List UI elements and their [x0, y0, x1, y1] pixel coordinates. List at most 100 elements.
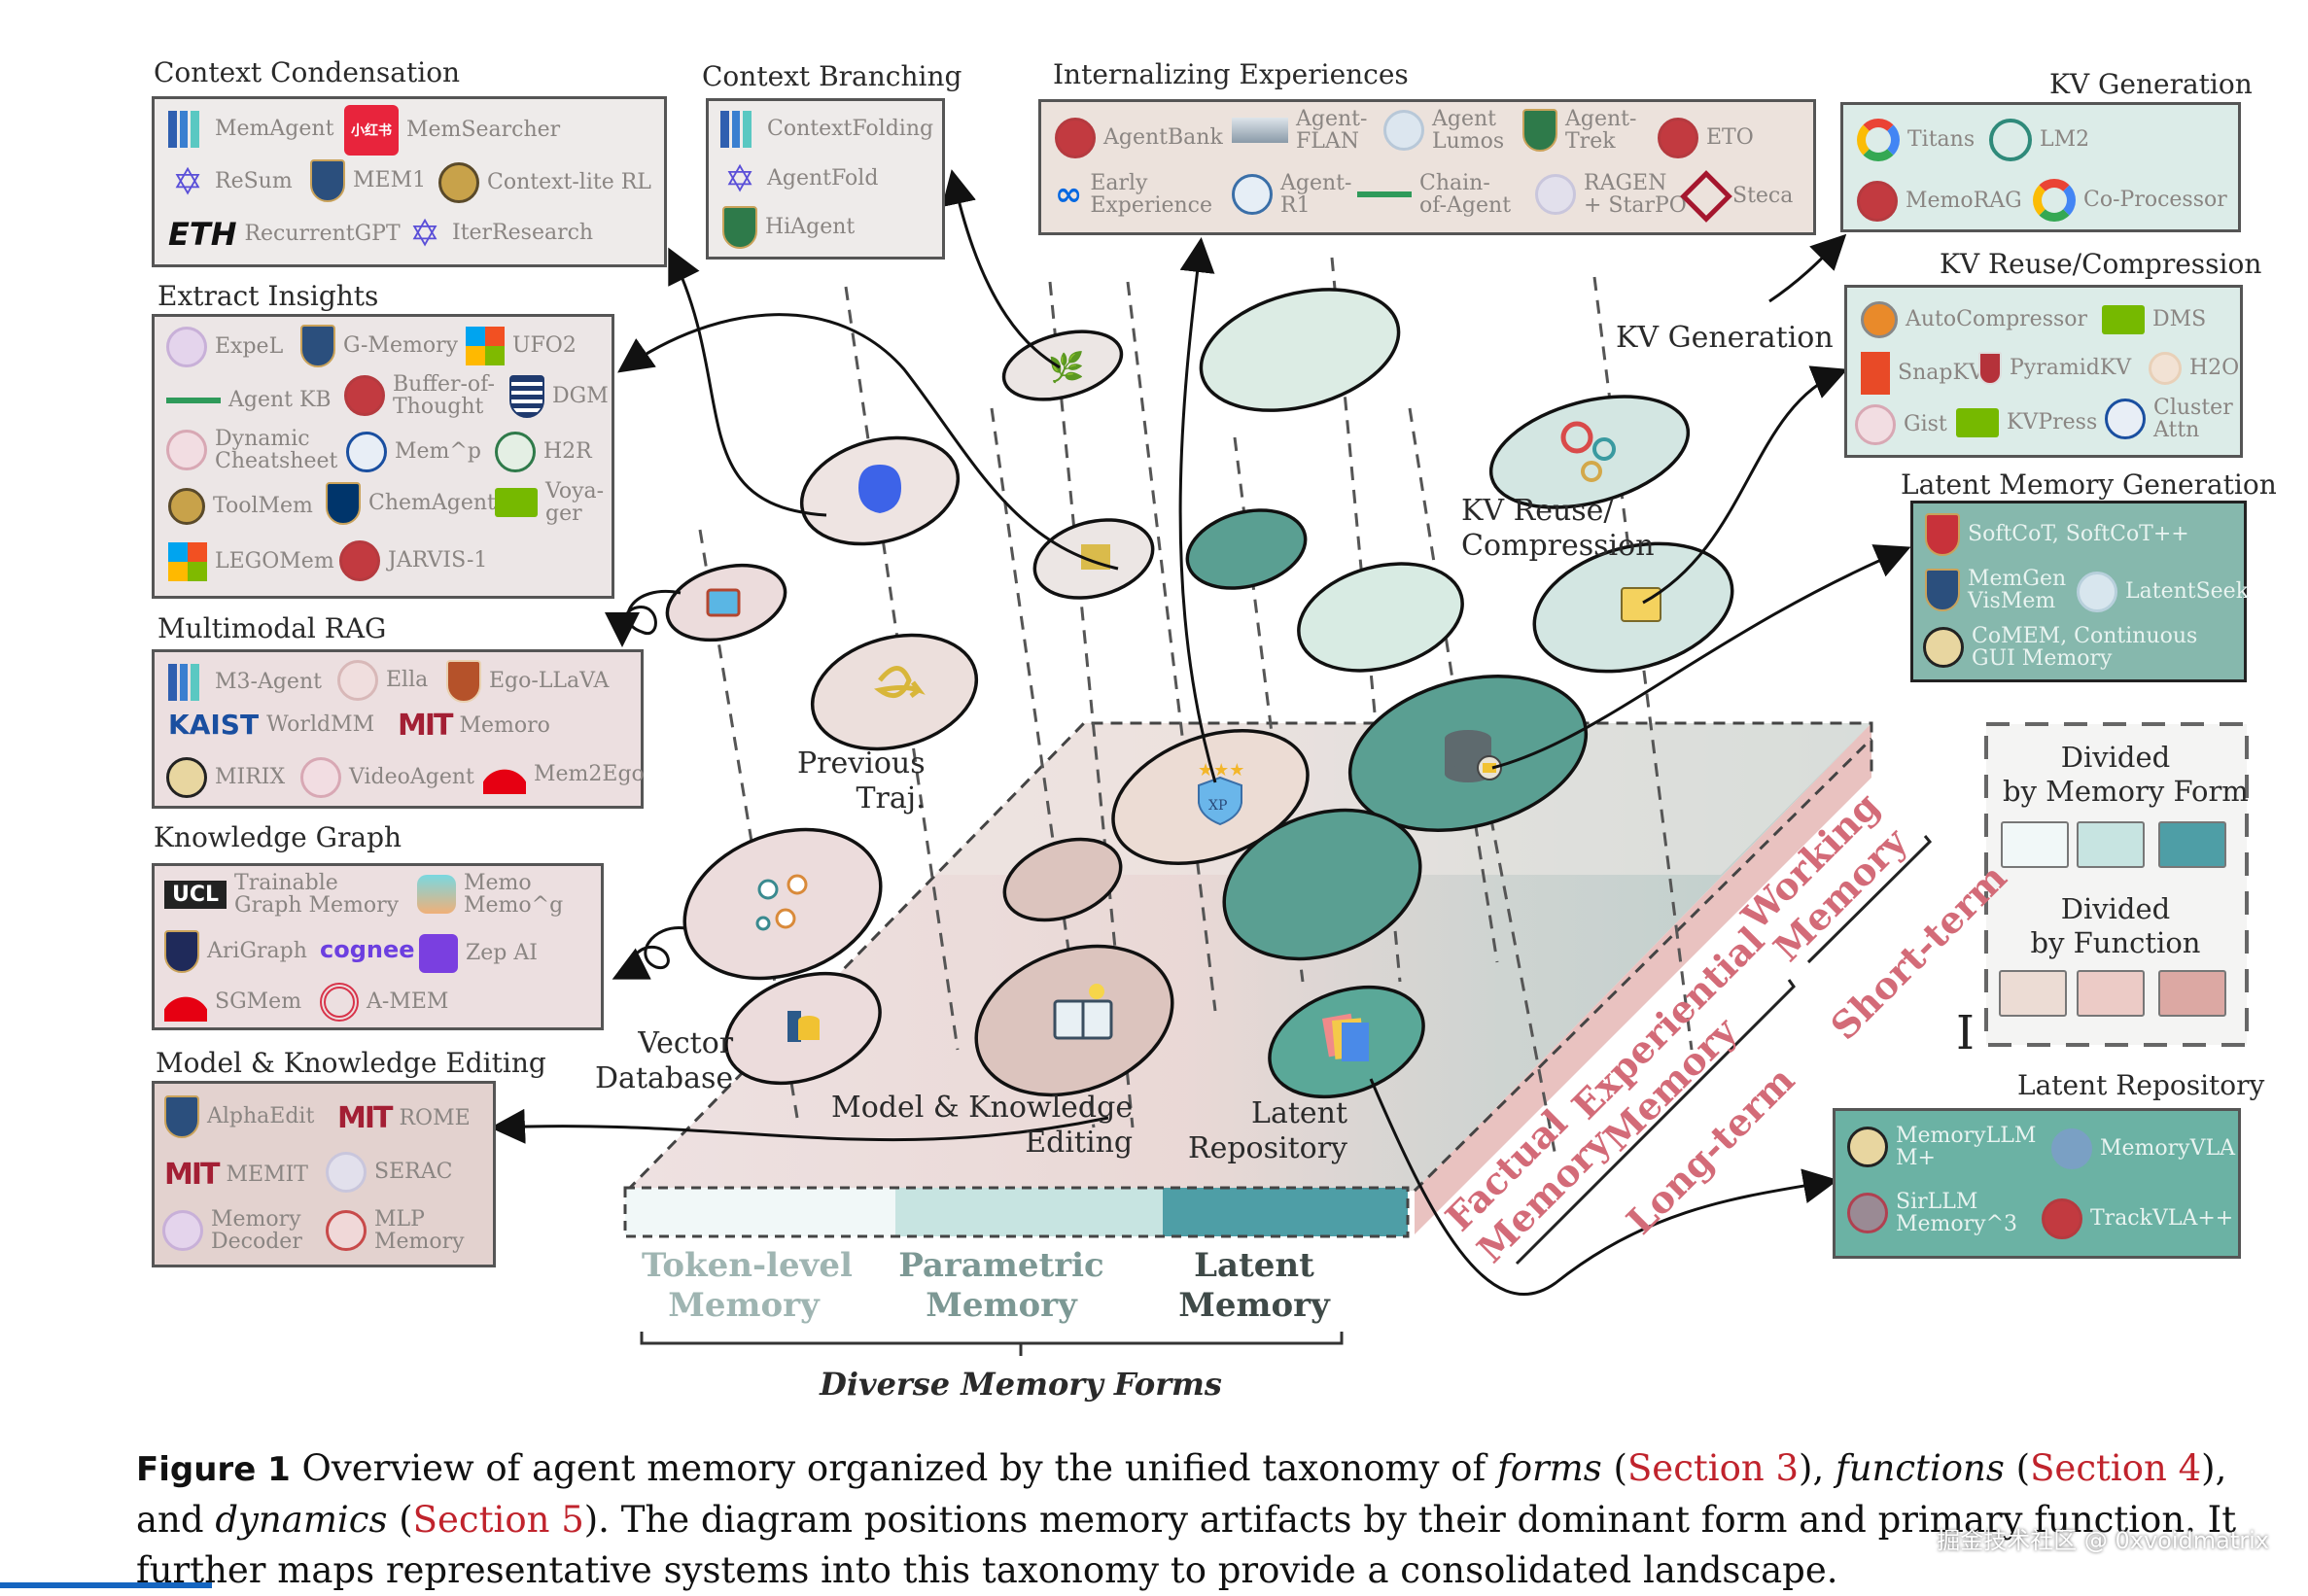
system-h2o: H2O — [2149, 352, 2239, 385]
memory-plane-side — [1415, 723, 1871, 1234]
university-seal-icon — [2051, 1128, 2092, 1169]
book-bulb-icon — [1053, 984, 1113, 1040]
system-agent-r1: Agent- R1 — [1232, 172, 1351, 217]
system-context-lite-rl: Context-lite RL — [438, 162, 651, 203]
tsinghua-seal-icon — [166, 327, 207, 367]
system-videoagent: VideoAgent — [300, 757, 474, 798]
section-4-link[interactable]: Section 4 — [2030, 1447, 2202, 1489]
system-cognee: cognee — [320, 936, 415, 963]
system-memo: Memo Memo^g — [417, 872, 563, 917]
arrow-to-kv-generation — [1768, 233, 1847, 303]
system-chain-of-agent: Chain- of-Agent — [1357, 172, 1511, 217]
context-branching-box: ContextFolding ✡AgentFold HiAgent — [706, 98, 945, 260]
taxonomy-diagram: 🌿 XP ★★★ — [490, 169, 2249, 1356]
arrow-to-latent-repository — [1369, 1078, 1838, 1297]
short-term-brace — [1806, 835, 1933, 964]
node-experiential-parametric-small — [1002, 837, 1123, 922]
arrow-to-context-branching — [941, 169, 1061, 369]
extract-insights-title: Extract Insights — [157, 280, 379, 312]
memo-app-icon — [417, 875, 456, 915]
system-m3-agent: M3-Agent — [168, 664, 322, 701]
node-kv-generation — [1488, 395, 1691, 509]
system-memorag: MemoRAG — [1857, 181, 2022, 222]
form-label-latent: Latent Memory — [1178, 1246, 1330, 1325]
illinois-logo-icon — [1861, 352, 1890, 395]
arrow-to-context-condensation — [668, 247, 827, 517]
section-3-link[interactable]: Section 3 — [1626, 1447, 1800, 1489]
kaist-logo-icon: KAIST — [168, 709, 260, 741]
vector-db-icon — [787, 1011, 820, 1042]
stanford-seal-icon — [1855, 404, 1896, 445]
institute-logo-icon — [1232, 118, 1288, 144]
legend-function-working-swatch — [2158, 970, 2226, 1017]
ubc-crest-icon — [509, 375, 544, 418]
internalizing-experiences-box: AgentBank Agent- FLAN Agent Lumos Agent-… — [1038, 99, 1816, 235]
hku-crest-icon — [722, 206, 757, 249]
zju-seal-icon — [346, 432, 387, 472]
knowledge-graph-title: Knowledge Graph — [154, 821, 402, 853]
bytedance-logo-icon — [168, 664, 207, 701]
figure-caption: Figure 1 Overview of agent memory organi… — [136, 1447, 2237, 1591]
system-eto: ETO — [1658, 118, 1754, 158]
ucl-logo-icon: UCL — [164, 880, 227, 909]
context-condensation-title: Context Condensation — [154, 56, 461, 88]
database-icon — [1445, 730, 1502, 782]
mit-logo-icon: MIT — [337, 1101, 394, 1135]
figure-label: Figure 1 — [136, 1450, 291, 1489]
system-steca: Steca — [1680, 170, 1793, 223]
university-seal-icon — [166, 757, 207, 798]
pku-seal-icon — [1857, 181, 1898, 222]
legend-function-experiential-swatch — [2077, 970, 2145, 1017]
system-contextfolding: ContextFolding — [720, 111, 933, 148]
system-sgmem: SGMem — [164, 983, 301, 1022]
node-kv-light-mid — [1297, 562, 1464, 673]
section-5-link[interactable]: Section 5 — [412, 1499, 584, 1541]
polyu-logo-icon — [1680, 170, 1732, 223]
system-softcot: SoftCoT, SoftCoT++ — [1925, 513, 2189, 556]
legend-form-token-swatch — [2001, 821, 2069, 868]
eth-logo-icon: ETH — [168, 216, 237, 253]
system-cluster-attn: Cluster Attn — [2105, 397, 2233, 441]
system-hiagent: HiAgent — [722, 206, 855, 249]
bytedance-logo-icon — [168, 111, 207, 148]
form-bar-token — [625, 1188, 895, 1236]
system-agent-kb: Agent KB — [166, 389, 332, 411]
latent-memory-generation-title: Latent Memory Generation — [1901, 468, 2277, 501]
princeton-seal-icon — [1861, 301, 1898, 338]
microsoft-logo-icon — [168, 542, 207, 581]
system-memoryvla: MemoryVLA — [2051, 1128, 2235, 1169]
university-seal-icon — [2105, 399, 2146, 440]
pku-seal-icon — [344, 375, 385, 417]
system-mlp-memory: MLP Memory — [326, 1208, 465, 1253]
system-expel: ExpeL — [166, 327, 283, 367]
image-icon — [706, 588, 741, 617]
node-latent-experiential — [1222, 808, 1422, 961]
university-seal-icon — [2077, 572, 2117, 612]
system-gist: Gist — [1855, 404, 1947, 445]
form-bar-latent — [1163, 1188, 1408, 1236]
wisconsin-crest-icon — [1978, 352, 2002, 385]
huawei-logo-icon — [164, 983, 207, 1022]
form-label-parametric: Parametric Memory — [898, 1246, 1104, 1325]
stanford-seal-icon — [166, 430, 207, 471]
arrow-to-extract-insights — [617, 313, 1119, 571]
bytedance-logo-icon — [720, 111, 759, 148]
system-mirix: MIRIX — [166, 757, 285, 798]
nus-crest-icon — [310, 159, 345, 202]
system-snapkv: SnapKV — [1861, 352, 1984, 395]
label-kv-generation: KV Generation — [1616, 321, 1834, 355]
arrow-to-model-editing — [490, 1108, 1109, 1144]
svg-text:★★★: ★★★ — [1198, 760, 1244, 781]
text-cursor-icon: I — [1956, 1006, 1975, 1060]
kv-reuse-title: KV Reuse/Compression — [1940, 248, 2262, 280]
system-voyager: Voya- ger — [495, 480, 604, 525]
system-resum: ✡ReSum — [168, 162, 293, 201]
kv-generation-box: Titans LM2 MemoRAG Co-Processor — [1840, 102, 2241, 232]
internalizing-experiences-title: Internalizing Experiences — [1053, 58, 1409, 90]
xiaohongshu-logo-icon: 小红书 — [344, 105, 399, 156]
latent-repository-box: MemoryLLM M+ MemoryVLA SirLLM Memory^3 T… — [1833, 1108, 2241, 1259]
route-icon — [874, 666, 926, 699]
university-seal-icon — [1535, 174, 1576, 216]
